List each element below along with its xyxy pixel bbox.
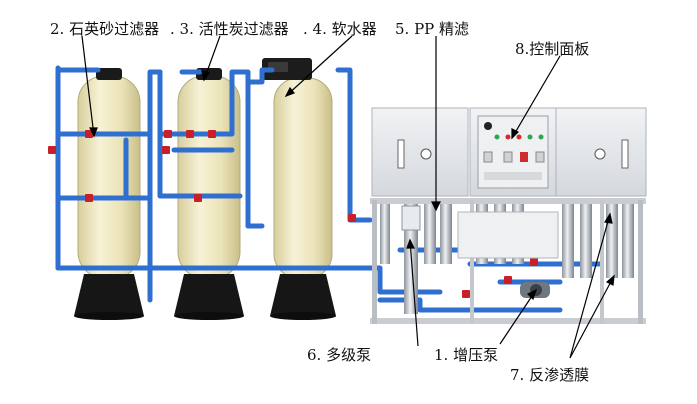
label-booster-pump: 1. 增压泵 [434, 346, 499, 364]
label-carbon-filter: . 3. 活性炭过滤器 [170, 20, 289, 38]
membrane-cover-plate [457, 211, 559, 259]
softener-tank [262, 58, 336, 320]
label-quartz-sand-filter: 2. 石英砂过滤器 [50, 20, 160, 38]
label-ro-membrane: 7. 反渗透膜 [510, 366, 590, 384]
label-pp-filter: 5. PP 精滤 [395, 20, 470, 38]
label-control-panel: 8.控制面板 [515, 40, 590, 58]
label-multistage-pump: 6. 多级泵 [307, 346, 372, 364]
ro-skid-frame [370, 198, 646, 324]
quartz-sand-filter-tank [74, 68, 144, 320]
control-cabinet [371, 107, 647, 197]
label-softener: . 4. 软水器 [303, 20, 377, 38]
valve-set [48, 130, 538, 298]
pipe-network [55, 65, 603, 313]
leader-lines [81, 35, 615, 359]
